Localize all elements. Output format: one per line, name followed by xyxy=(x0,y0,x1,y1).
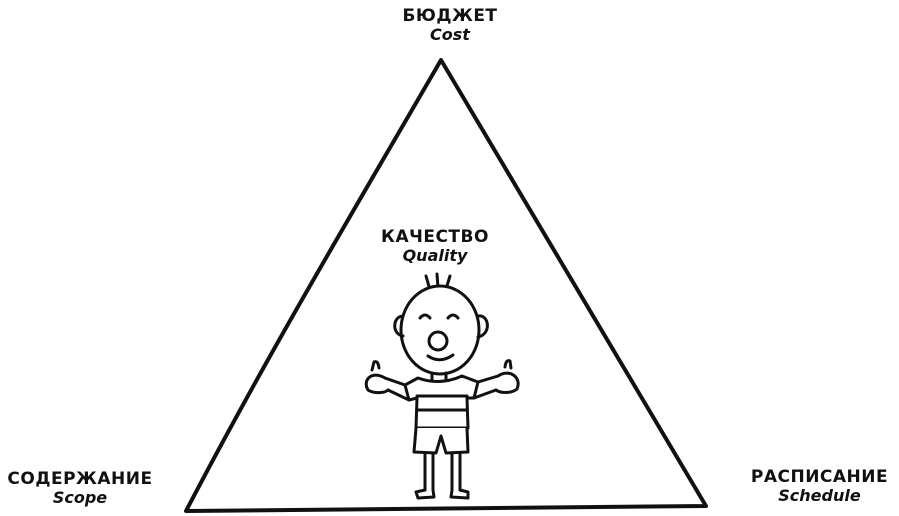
cost-label-ru: БЮДЖЕТ xyxy=(340,8,560,25)
center-label: КАЧЕСТВО Quality xyxy=(335,229,535,264)
left-leg xyxy=(425,453,433,490)
cost-label-en: Cost xyxy=(340,27,560,43)
right-hand xyxy=(496,361,518,393)
shirt xyxy=(405,376,478,428)
left-shoe xyxy=(416,490,434,498)
scope-label-ru: СОДЕРЖАНИЕ xyxy=(0,471,160,488)
shorts xyxy=(414,428,468,453)
vertex-top-label: БЮДЖЕТ Cost xyxy=(340,8,560,43)
schedule-label-ru: РАСПИСАНИЕ xyxy=(740,469,899,486)
vertex-left-label: СОДЕРЖАНИЕ Scope xyxy=(0,471,160,506)
vertex-right-label: РАСПИСАНИЕ Schedule xyxy=(740,469,899,504)
person-figure xyxy=(366,274,518,498)
scope-label-en: Scope xyxy=(0,490,160,506)
left-hand xyxy=(366,362,388,393)
right-leg xyxy=(452,453,460,490)
schedule-label-en: Schedule xyxy=(740,488,899,504)
quality-label-en: Quality xyxy=(335,248,535,264)
nose xyxy=(429,332,447,350)
quality-label-ru: КАЧЕСТВО xyxy=(335,229,535,246)
right-shoe xyxy=(451,490,468,498)
